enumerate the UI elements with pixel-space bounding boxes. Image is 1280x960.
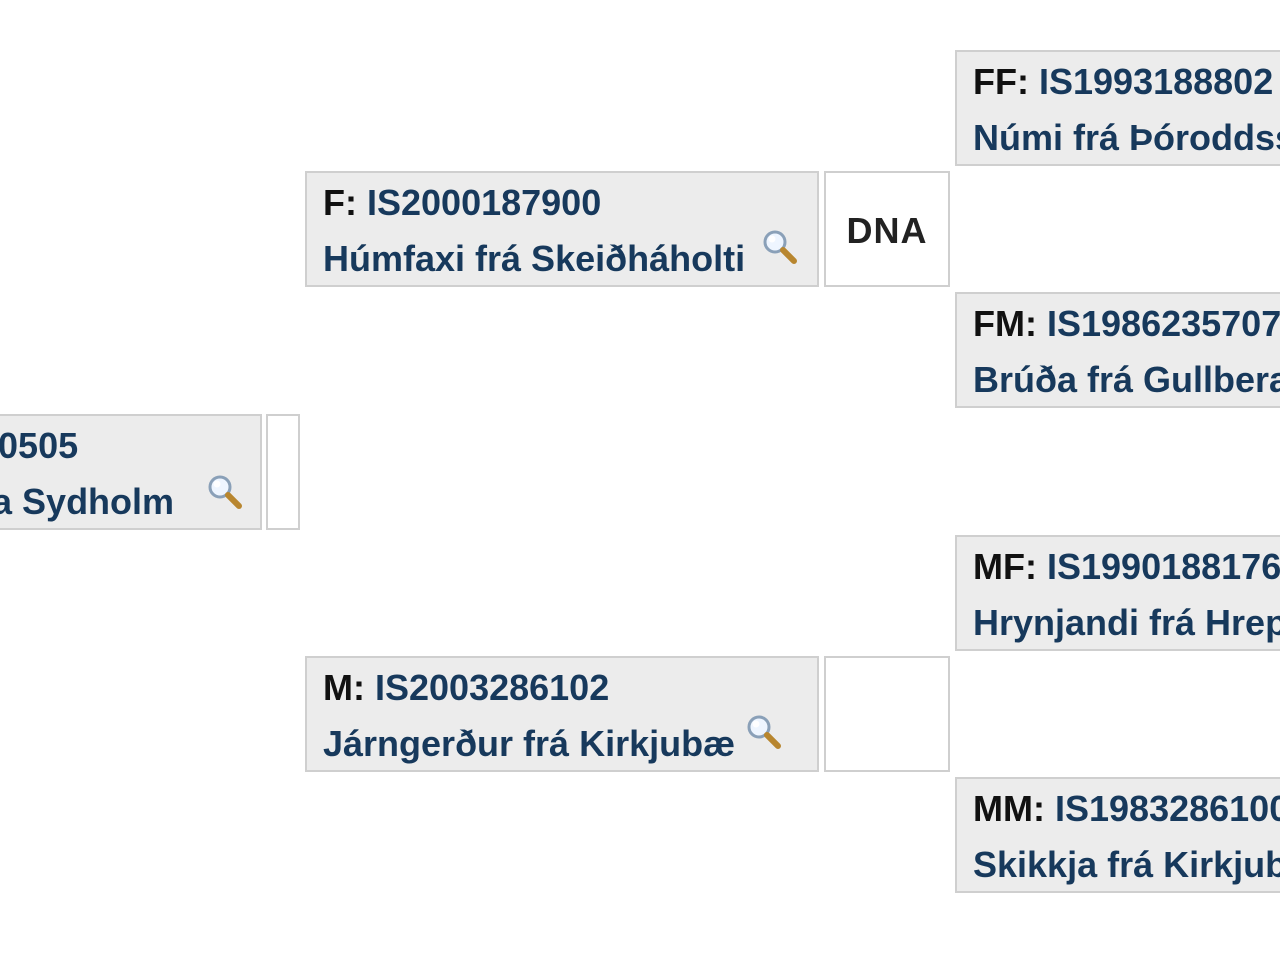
sire-dam-reg-link[interactable]: IS1986235707 [1046,303,1280,344]
sire-dam-name-link[interactable]: Brúða frá Gullbera [973,359,1280,400]
dam-sire-reg-line: MF: IS1990188176 [973,549,1280,585]
dam-dam-name-link[interactable]: Skikkja frá Kirkjub [973,844,1280,885]
sire-sire-card: FF: IS1993188802 Númi frá Þóroddss [955,50,1280,166]
sire-sire-name-line: Númi frá Þóroddss [973,120,1280,156]
magnifier-icon[interactable] [759,227,799,267]
sire-name-link[interactable]: Húmfaxi frá Skeiðháholti [323,238,746,279]
subject-extra-box [266,414,300,530]
subject-reg-line: 00505 [0,428,78,464]
sire-dam-relation-label: FM: [973,303,1037,344]
sire-dam-reg-line: FM: IS1986235707 [973,306,1280,342]
dam-dam-name-line: Skikkja frá Kirkjub [973,847,1280,883]
sire-dam-card: FM: IS1986235707 Brúða frá Gullbera [955,292,1280,408]
sire-sire-reg-line: FF: IS1993188802 [973,64,1273,100]
dam-dam-reg-line: MM: IS1983286100 [973,791,1280,827]
dam-sire-card: MF: IS1990188176 Hrynjandi frá Hrep [955,535,1280,651]
sire-sire-reg-link[interactable]: IS1993188802 [1038,61,1274,102]
sire-dna-box: DNA [824,171,950,287]
dam-dam-relation-label: MM: [973,788,1045,829]
subject-name-link[interactable]: ra Sydholm [0,481,175,522]
sire-relation-label: F: [323,182,357,223]
sire-reg-line: F: IS2000187900 [323,185,601,221]
dam-name-line: Járngerður frá Kirkjubæ [323,726,735,762]
dna-badge: DNA [846,210,928,251]
dam-sire-reg-link[interactable]: IS1990188176 [1046,546,1280,587]
dam-reg-line: M: IS2003286102 [323,670,609,706]
subject-name-line: ra Sydholm [0,484,174,520]
dam-name-link[interactable]: Járngerður frá Kirkjubæ [323,723,736,764]
subject-reg-link[interactable]: 00505 [0,425,79,466]
magnifier-icon[interactable] [743,712,783,752]
dam-card: M: IS2003286102 Járngerður frá Kirkjubæ [305,656,819,772]
dam-reg-link[interactable]: IS2003286102 [375,667,610,708]
dam-relation-label: M: [323,667,365,708]
dam-dam-card: MM: IS1983286100 Skikkja frá Kirkjub [955,777,1280,893]
sire-reg-link[interactable]: IS2000187900 [367,182,602,223]
sire-name-line: Húmfaxi frá Skeiðháholti [323,241,745,277]
dam-sire-name-link[interactable]: Hrynjandi frá Hrep [973,602,1280,643]
subject-card: 00505 ra Sydholm [0,414,262,530]
dam-sire-name-line: Hrynjandi frá Hrep [973,605,1280,641]
sire-dam-name-line: Brúða frá Gullbera [973,362,1280,398]
magnifier-icon[interactable] [204,472,244,512]
dam-dna-box [824,656,950,772]
dam-dam-reg-link[interactable]: IS1983286100 [1054,788,1280,829]
sire-card: F: IS2000187900 Húmfaxi frá Skeiðháholti [305,171,819,287]
sire-sire-name-link[interactable]: Númi frá Þóroddss [973,117,1280,158]
sire-sire-relation-label: FF: [973,61,1029,102]
dam-sire-relation-label: MF: [973,546,1037,587]
